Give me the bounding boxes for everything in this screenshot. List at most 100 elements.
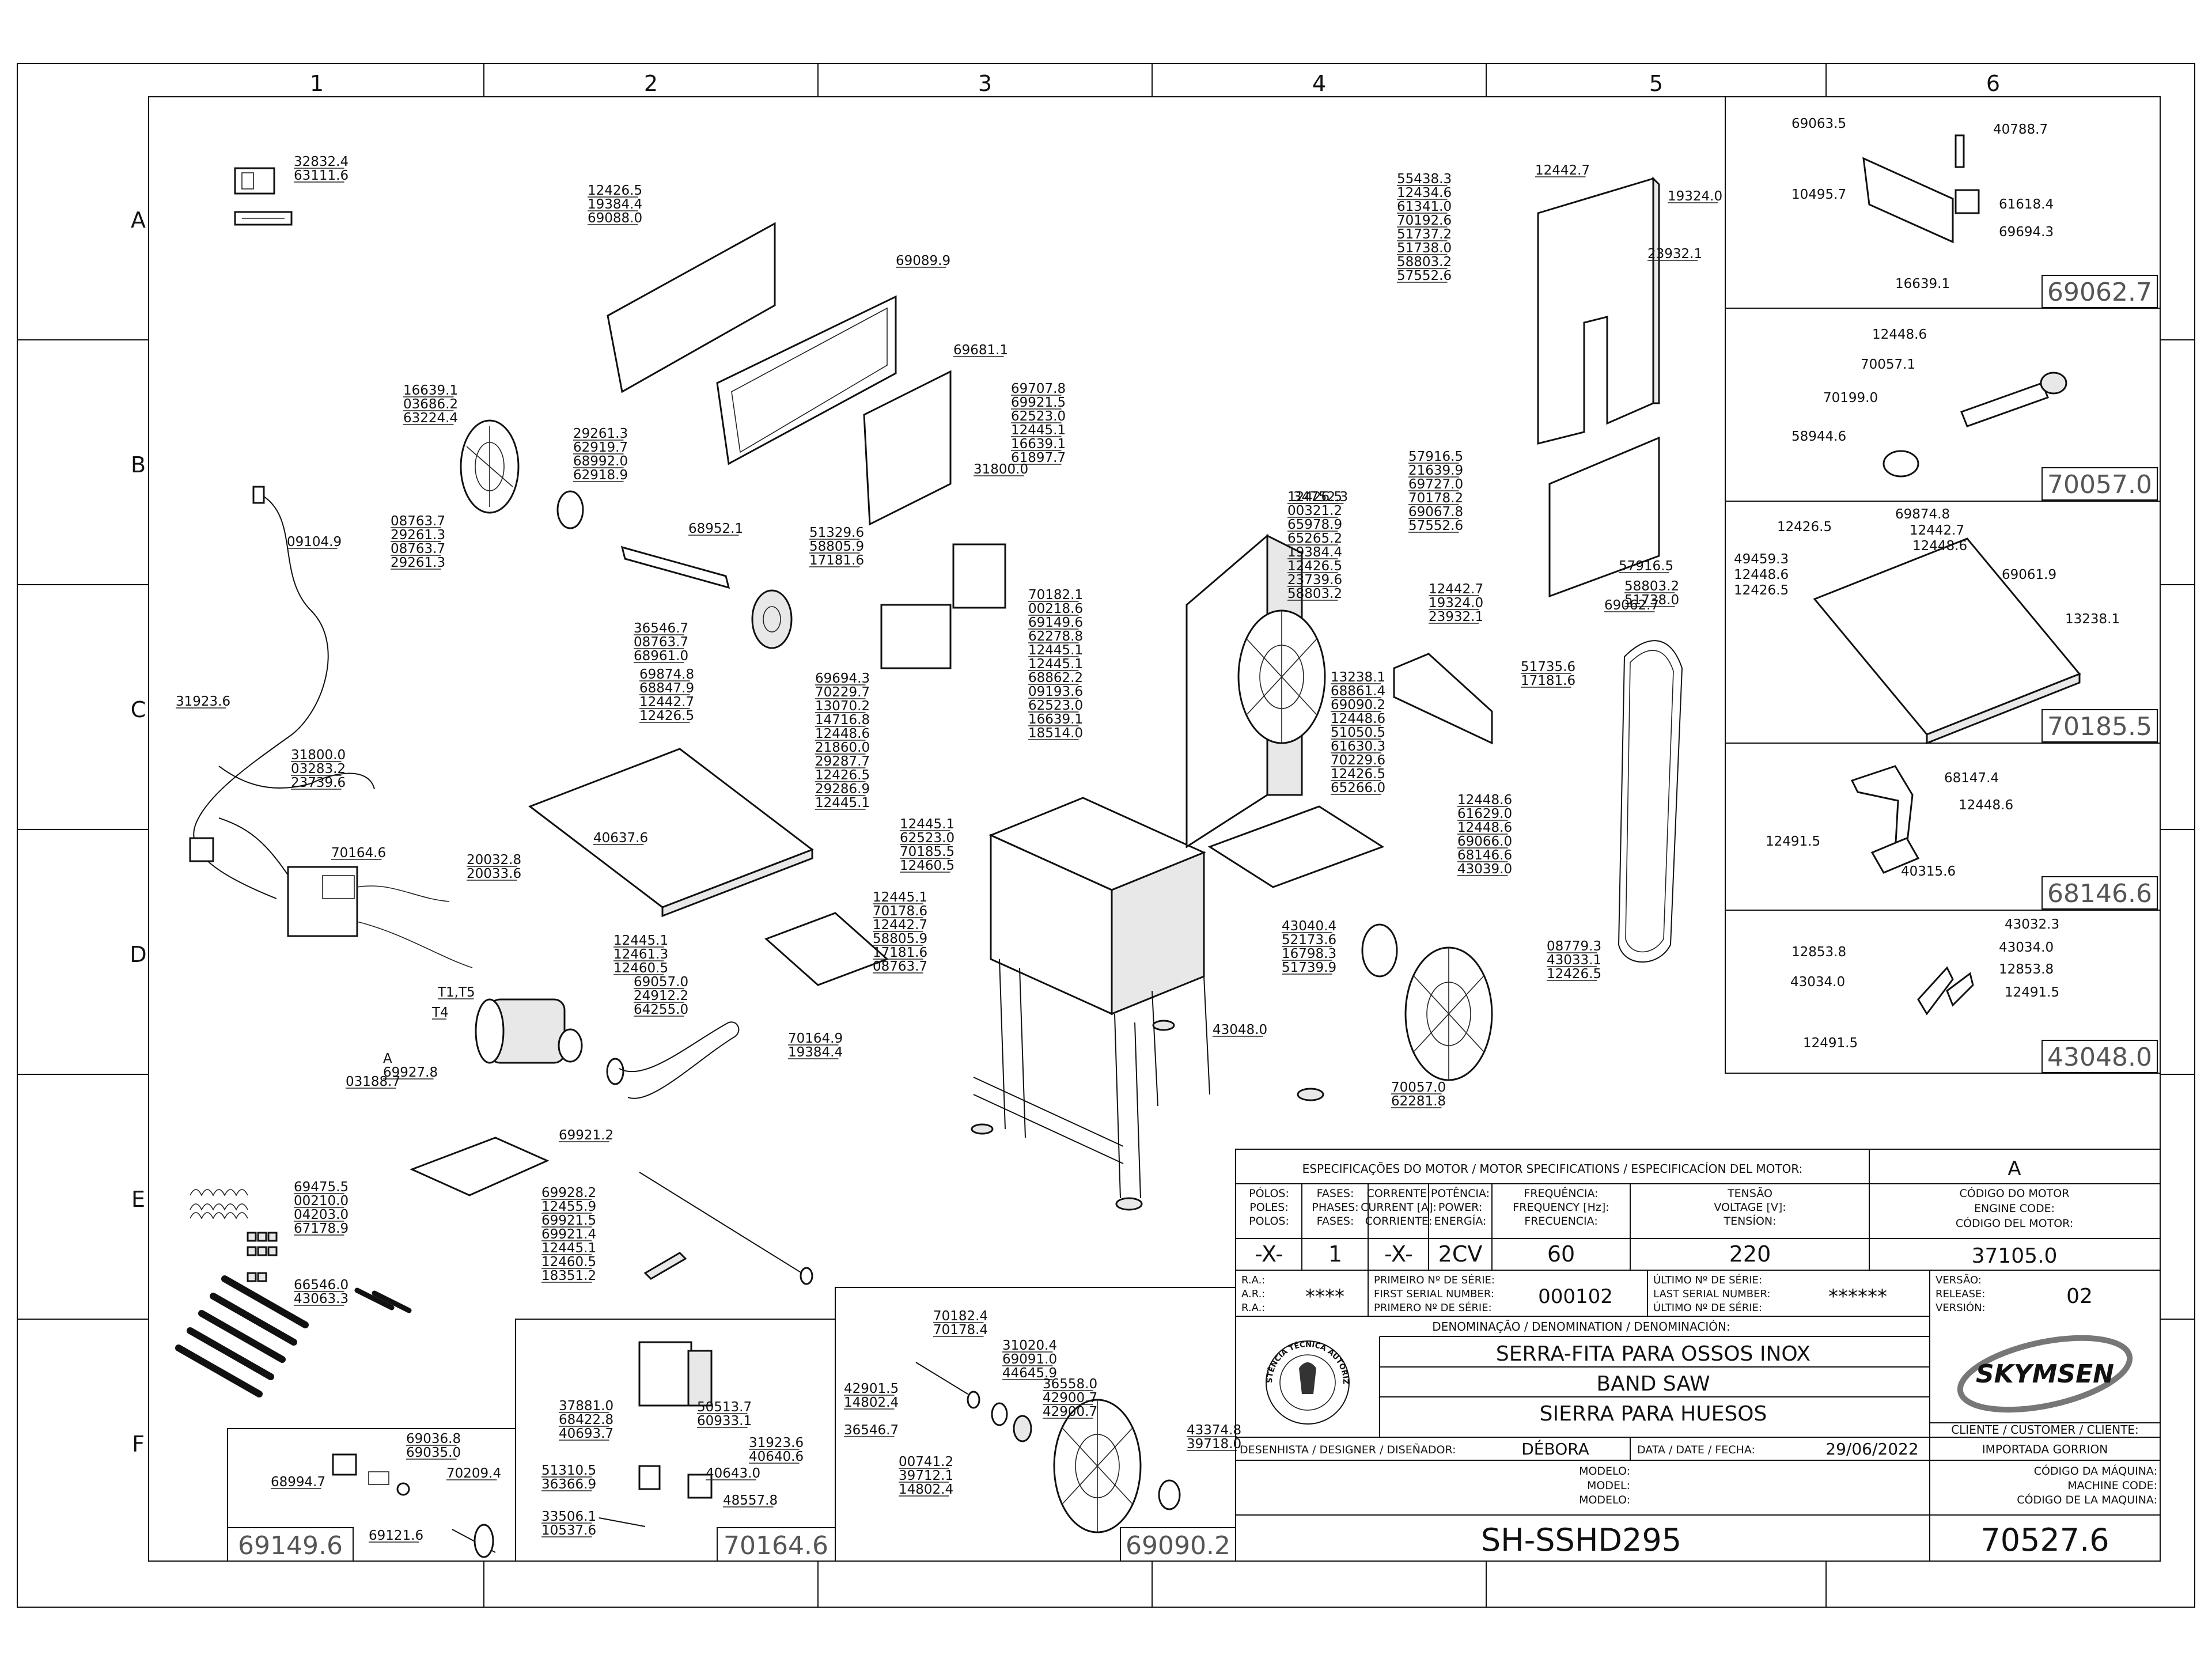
grid-column-4: 4 <box>1312 71 1326 96</box>
spec-header-pt: PÓLOS: <box>1249 1186 1289 1200</box>
callout-69727-0: 69727.0 <box>1408 477 1463 492</box>
callout-69090-2: 69090.2 <box>1331 698 1385 713</box>
detail-box-id: 69090.2 <box>1126 1531 1230 1560</box>
designer-label: DESENHISTA / DESIGNER / DISEÑADOR: <box>1240 1443 1456 1456</box>
callout-61341-0: 61341.0 <box>1397 199 1452 214</box>
spec-value: 2CV <box>1438 1241 1483 1267</box>
callout-69057-0: 69057.0 <box>634 975 688 990</box>
part-callouts: 32832.463111.612426.519384.469088.069089… <box>176 116 2120 1543</box>
callout-31923-6: 31923.6 <box>749 1435 804 1450</box>
callout-12455-9: 12455.9 <box>541 1199 596 1214</box>
code-title-3: CÓDIGO DEL MOTOR: <box>1956 1216 2073 1230</box>
callout-61630-3: 61630.3 <box>1331 739 1385 754</box>
revision-letter: A <box>2008 1157 2021 1180</box>
detail-part-12491-5: 12491.5 <box>1766 834 1820 849</box>
detail-part-16639-1: 16639.1 <box>1895 276 1950 291</box>
detail-box-id: 69062.7 <box>2047 278 2152 307</box>
detail-part-12448-6: 12448.6 <box>1912 539 1967 554</box>
callout-51739-9: 51739.9 <box>1282 960 1336 975</box>
callout-08779-3: 08779.3 <box>1547 939 1601 954</box>
spec-value: 60 <box>1547 1241 1575 1267</box>
grid-ticks <box>17 63 2195 1607</box>
callout-58803-2: 58803.2 <box>1624 579 1679 594</box>
spec-header-es: ENERGÍA: <box>1434 1214 1487 1228</box>
callout-12426-5: 12426.5 <box>1331 767 1385 782</box>
callout-68146-6: 68146.6 <box>1457 848 1512 863</box>
callout-36546-7: 36546.7 <box>844 1423 899 1438</box>
callout-39718-0: 39718.0 <box>1187 1437 1241 1452</box>
last-serial-label-3: ÚLTIMO Nº DE SÉRIE: <box>1653 1301 1762 1314</box>
title-block-frame <box>1235 1149 2161 1562</box>
callout-68994-7: 68994.7 <box>271 1475 325 1490</box>
detail-part-69874-8: 69874.8 <box>1895 507 1950 522</box>
callout-65978-9: 65978.9 <box>1287 517 1342 532</box>
callout-69927-8: 69927.8 <box>383 1065 438 1080</box>
detail-part-58944-6: 58944.6 <box>1791 429 1846 444</box>
callout-69121-6: 69121.6 <box>369 1528 423 1543</box>
callout-61629-0: 61629.0 <box>1457 806 1512 821</box>
parts-artwork <box>175 134 2081 1558</box>
detail-part-49459-3: 49459.3 <box>1734 552 1789 567</box>
callout-18351-2: 18351.2 <box>541 1268 596 1283</box>
callout-63224-4: 63224.4 <box>403 411 458 426</box>
callout-23932-1: 23932.1 <box>1647 247 1702 262</box>
callout-62919-7: 62919.7 <box>573 440 628 455</box>
spec-header-es: FASES: <box>1317 1215 1354 1228</box>
callout-12445-1: 12445.1 <box>541 1241 596 1256</box>
detail-box-id: 70164.6 <box>724 1531 828 1560</box>
detail-part-70057-1: 70057.1 <box>1861 357 1915 372</box>
callout-62918-9: 62918.9 <box>573 468 628 483</box>
callout-70182-1: 70182.1 <box>1028 588 1083 603</box>
callout-69921-5: 69921.5 <box>541 1213 596 1228</box>
grid-column-2: 2 <box>644 71 658 96</box>
callout-69062-7: 69062.7 <box>1604 598 1659 613</box>
spec-value: 1 <box>1328 1241 1342 1267</box>
callout-24912-2: 24912.2 <box>634 988 688 1003</box>
callout-19384-4: 19384.4 <box>1287 545 1342 560</box>
callout-68847-9: 68847.9 <box>639 681 694 696</box>
callout-69681-1: 69681.1 <box>953 343 1008 358</box>
callout-19324-0: 19324.0 <box>1668 189 1722 204</box>
callout-29261-3: 29261.3 <box>573 426 628 441</box>
grid-row-F: F <box>132 1431 145 1457</box>
callout-69921-5: 69921.5 <box>1011 395 1066 410</box>
callout-12426-5: 12426.5 <box>639 709 694 724</box>
callout-13238-1: 13238.1 <box>1331 670 1385 685</box>
callout-62523-0: 62523.0 <box>900 831 955 846</box>
callout-13070-2: 13070.2 <box>815 699 870 714</box>
grid-row-A: A <box>131 207 146 233</box>
callout-33506-1: 33506.1 <box>541 1509 596 1524</box>
callout-12426-5: 12426.5 <box>1287 559 1342 574</box>
first-serial-label-3: PRIMERO Nº DE SÉRIE: <box>1374 1301 1492 1314</box>
callout-12445-1: 12445.1 <box>1011 423 1066 438</box>
spec-header-en: VOLTAGE [V]: <box>1714 1201 1786 1214</box>
callout-68952-1: 68952.1 <box>688 521 743 536</box>
callout-16639-1: 16639.1 <box>403 383 458 398</box>
callout-48557-8: 48557.8 <box>723 1493 778 1508</box>
date-label: DATA / DATE / FECHA: <box>1637 1444 1755 1456</box>
callout-40693-7: 40693.7 <box>559 1426 613 1441</box>
detail-part-12853-8: 12853.8 <box>1999 962 2054 977</box>
callout-14716-8: 14716.8 <box>815 713 870 728</box>
callout-69036-8: 69036.8 <box>406 1431 461 1446</box>
callout-12460-5: 12460.5 <box>613 961 668 976</box>
callout-69066-0: 69066.0 <box>1457 834 1512 849</box>
detail-part-10495-7: 10495.7 <box>1791 187 1846 202</box>
callout-42900-7: 42900.7 <box>1043 1391 1097 1406</box>
callout-12445-1: 12445.1 <box>1028 657 1083 672</box>
callout-69035-0: 69035.0 <box>406 1445 461 1460</box>
callout-29261-3: 29261.3 <box>391 528 445 543</box>
spec-header-en: FREQUENCY [Hz]: <box>1513 1201 1609 1214</box>
callout-16798-3: 16798.3 <box>1282 946 1336 961</box>
callout-69475-5: 69475.5 <box>294 1180 349 1195</box>
grid-column-6: 6 <box>1986 71 2000 96</box>
callout-19384-4: 19384.4 <box>588 197 642 212</box>
detail-part-12491-5: 12491.5 <box>1803 1036 1858 1051</box>
callout-43040-4: 43040.4 <box>1282 919 1336 934</box>
callout-19324-0: 19324.0 <box>1429 596 1483 611</box>
callout-58803-2: 58803.2 <box>1287 586 1342 601</box>
detail-part-40788-7: 40788.7 <box>1993 122 2048 137</box>
callout-43048-0: 43048.0 <box>1213 1022 1267 1037</box>
callout-12445-1: 12445.1 <box>900 817 955 832</box>
